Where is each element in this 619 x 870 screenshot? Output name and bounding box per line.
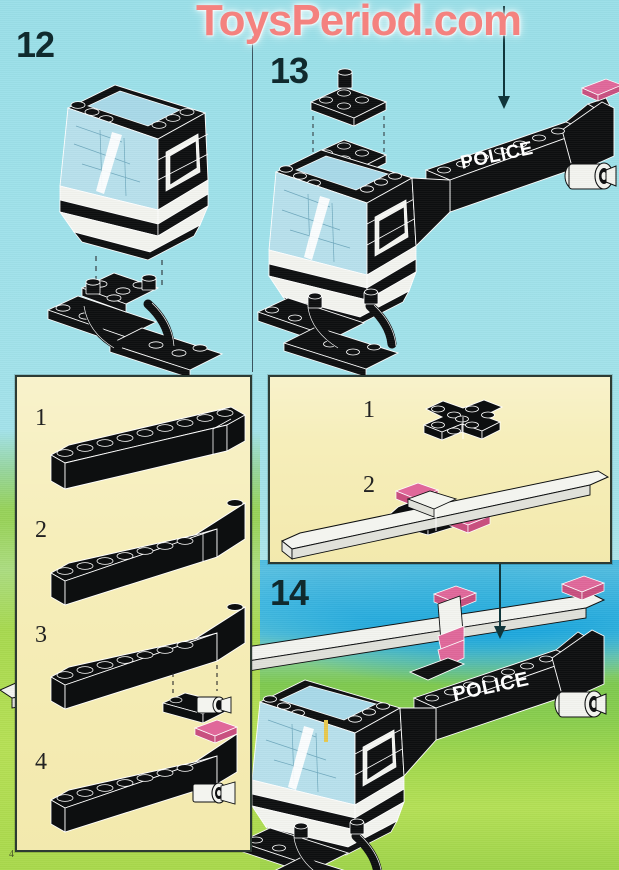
assembly-arrow-step-13 [497, 6, 511, 110]
assembly-arrow-step-14 [493, 564, 507, 646]
column-divider [252, 36, 253, 372]
step-number-12: 12 [16, 24, 55, 65]
step-number-13: 13 [270, 50, 309, 91]
step-number-14: 14 [270, 572, 309, 613]
page-number: 4 [9, 849, 14, 860]
sub-panel-tail-boom: 1 2 3 4 [15, 375, 252, 852]
rotor-sub-step-number-2: 2 [363, 472, 375, 498]
sub-step-number-1: 1 [35, 405, 47, 431]
sub-step-3-illustration [50, 603, 246, 724]
rotor-sub-step-number-1: 1 [363, 397, 375, 423]
sub-step-1-illustration [50, 406, 246, 490]
sub-step-4-illustration [50, 719, 239, 833]
sub-step-number-4: 4 [35, 749, 47, 775]
sub-step-number-2: 2 [35, 517, 47, 543]
rotor-sub-step-1-illustration [422, 399, 504, 441]
sub-panel-rotor: 1 2 [268, 375, 612, 564]
sub-step-2-illustration [50, 499, 246, 606]
rotor-sub-step-2-illustration [281, 470, 610, 560]
sub-step-number-3: 3 [35, 622, 47, 648]
watermark-toysperiod: ToysPeriod.com [196, 0, 522, 45]
